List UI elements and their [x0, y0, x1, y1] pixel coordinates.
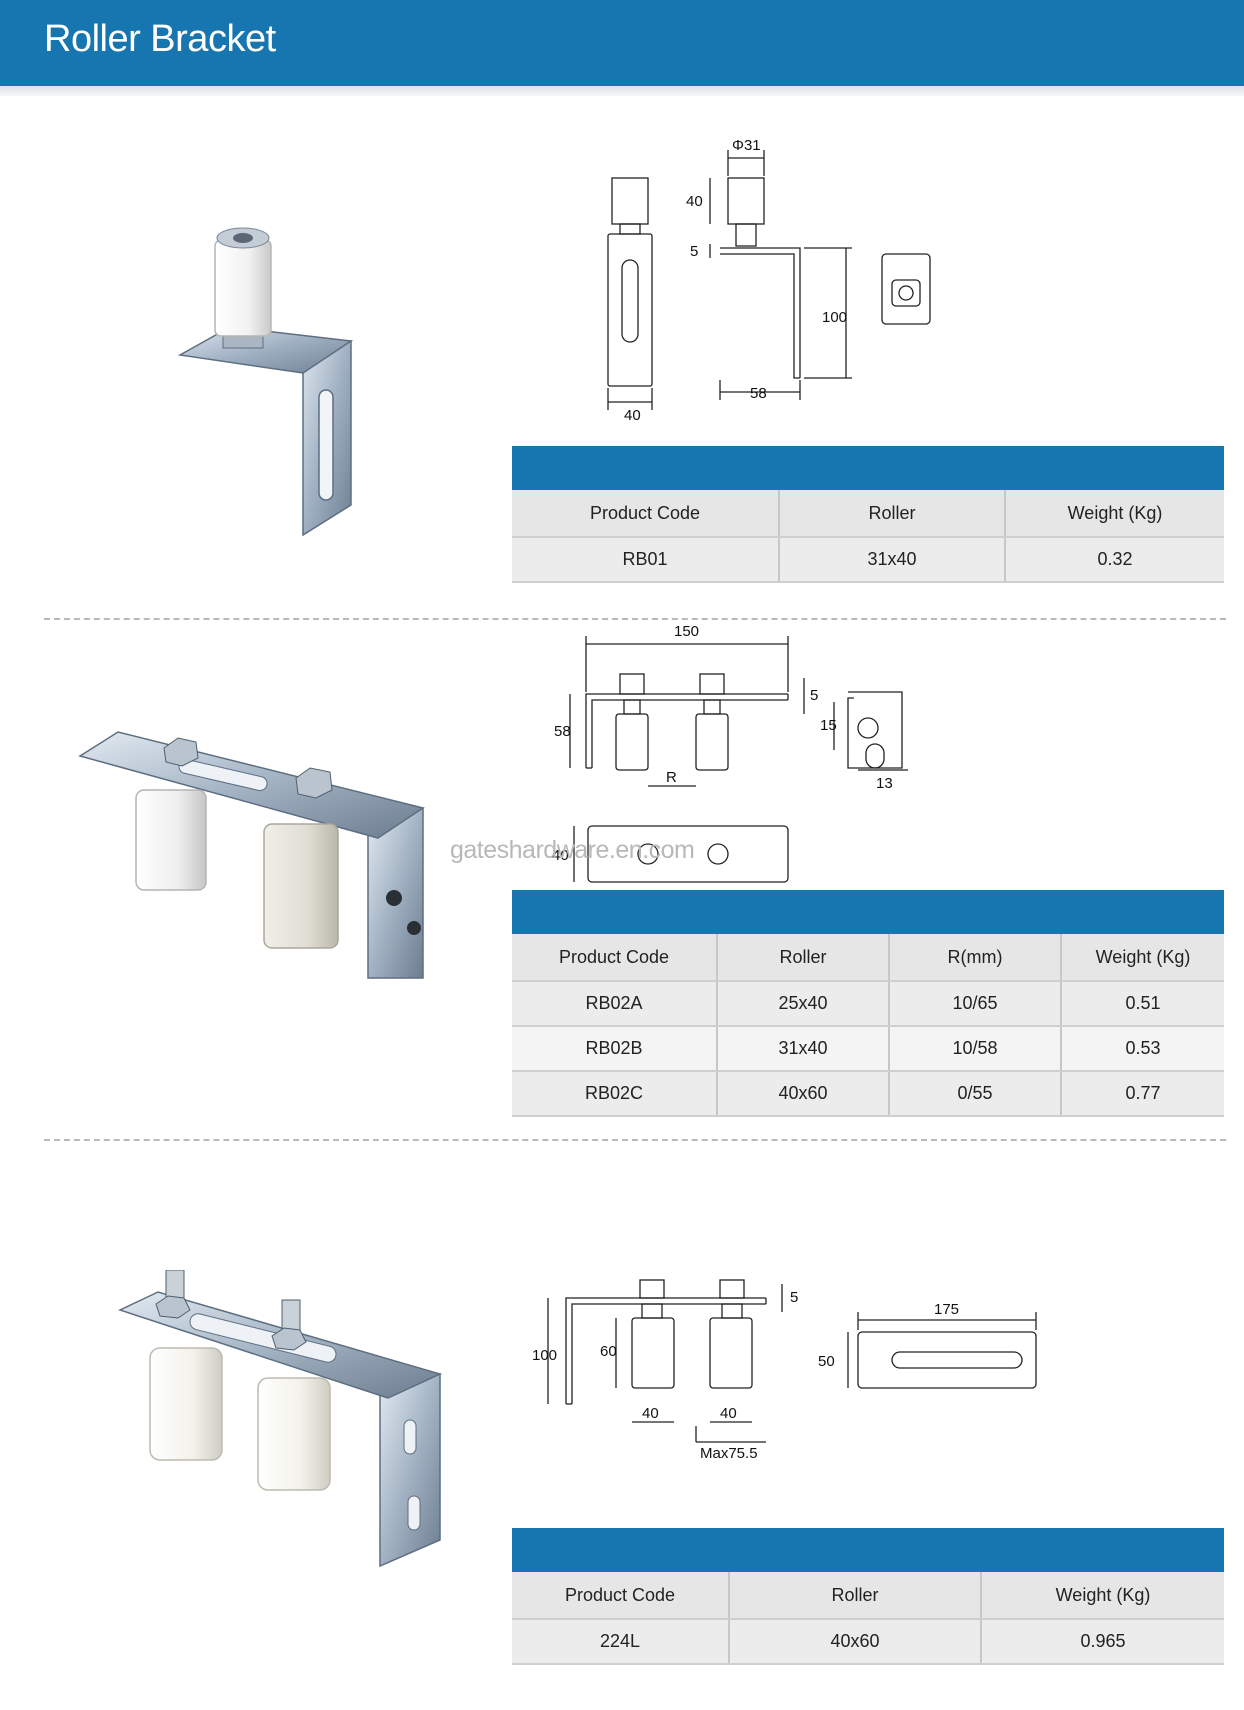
- table-row: 224L 40x60 0.965: [512, 1619, 1224, 1665]
- column-header: Product Code: [512, 934, 718, 982]
- column-header: Product Code: [512, 490, 780, 538]
- dim-label: 5: [690, 243, 698, 260]
- table-row: RB02A 25x40 10/65 0.51: [512, 981, 1224, 1027]
- dim-label: 60: [600, 1343, 617, 1360]
- table-cell: 40x60: [729, 1619, 982, 1665]
- table-cell: RB02C: [512, 1071, 718, 1117]
- spec-table-224l: Product Code Roller Weight (Kg) 224L 40x…: [512, 1528, 1224, 1665]
- dim-label: 58: [554, 723, 571, 740]
- table-cell: 0/55: [889, 1071, 1062, 1117]
- table-cell: 10/58: [889, 1026, 1062, 1072]
- dim-label: Max75.5: [700, 1445, 758, 1462]
- technical-drawing-rb01: Φ31 40 5 100 40 58: [590, 130, 950, 424]
- dim-label: 40: [552, 847, 569, 864]
- column-header: R(mm): [889, 934, 1062, 982]
- page-title: Roller Bracket: [44, 18, 276, 60]
- product-photo-rb01: [175, 205, 365, 550]
- page-header: Roller Bracket: [0, 0, 1244, 86]
- table-cell: 0.32: [1005, 537, 1224, 583]
- table-cell: 40x60: [717, 1071, 890, 1117]
- product-photo-224l: [117, 1269, 448, 1570]
- dim-label: Φ31: [732, 137, 761, 154]
- spec-table-rb01: Product Code Roller Weight (Kg) RB01 31x…: [512, 446, 1224, 583]
- dim-label: 40: [686, 193, 703, 210]
- table-cell: 10/65: [889, 981, 1062, 1027]
- dim-label: 15: [820, 717, 837, 734]
- section-divider: [44, 618, 1226, 620]
- table-row: RB01 31x40 0.32: [512, 537, 1224, 583]
- dim-label: R: [666, 769, 677, 786]
- table-cell: 0.51: [1061, 981, 1224, 1027]
- table-cell: 0.77: [1061, 1071, 1224, 1117]
- technical-drawing-rb02: 150 5 58 15 R 13 40: [548, 622, 928, 892]
- spec-table-header-bar: [512, 446, 1224, 490]
- table-row: RB02C 40x60 0/55 0.77: [512, 1071, 1224, 1117]
- table-cell: RB01: [512, 537, 780, 583]
- table-cell: RB02B: [512, 1026, 718, 1072]
- section-divider: [44, 1139, 1226, 1141]
- table-cell: RB02A: [512, 981, 718, 1027]
- column-header: Weight (Kg): [981, 1572, 1224, 1620]
- dim-label: 40: [624, 407, 641, 420]
- dim-label: 40: [642, 1405, 659, 1422]
- dim-label: 5: [810, 687, 818, 704]
- dim-label: 175: [934, 1301, 959, 1318]
- dim-label: 100: [532, 1347, 557, 1364]
- column-header: Roller: [779, 490, 1006, 538]
- dim-label: 50: [818, 1353, 835, 1370]
- dim-label: 40: [720, 1405, 737, 1422]
- table-cell: 0.53: [1061, 1026, 1224, 1072]
- dim-label: 58: [750, 385, 767, 402]
- dim-label: 5: [790, 1289, 798, 1306]
- table-cell: 25x40: [717, 981, 890, 1027]
- table-row: RB02B 31x40 10/58 0.53: [512, 1026, 1224, 1072]
- table-cell: 0.965: [981, 1619, 1224, 1665]
- watermark: gateshardware.en.com: [450, 836, 695, 864]
- column-header: Roller: [717, 934, 890, 982]
- dim-label: 150: [674, 623, 699, 640]
- spec-table-rb02: Product Code Roller R(mm) Weight (Kg) RB…: [512, 890, 1224, 1117]
- header-shadow: [0, 86, 1244, 96]
- table-cell: 31x40: [717, 1026, 890, 1072]
- spec-table-header-bar: [512, 890, 1224, 934]
- table-cell: 31x40: [779, 537, 1006, 583]
- column-header: Product Code: [512, 1572, 730, 1620]
- spec-table-header-bar: [512, 1528, 1224, 1572]
- dim-label: 13: [876, 775, 893, 792]
- product-photo-rb02: [78, 728, 438, 988]
- column-header: Weight (Kg): [1061, 934, 1224, 982]
- table-cell: 224L: [512, 1619, 730, 1665]
- column-header: Weight (Kg): [1005, 490, 1224, 538]
- technical-drawing-224l: 5 100 60 40 40 Max75.5 175 50: [530, 1262, 1060, 1462]
- column-header: Roller: [729, 1572, 982, 1620]
- dim-label: 100: [822, 309, 847, 326]
